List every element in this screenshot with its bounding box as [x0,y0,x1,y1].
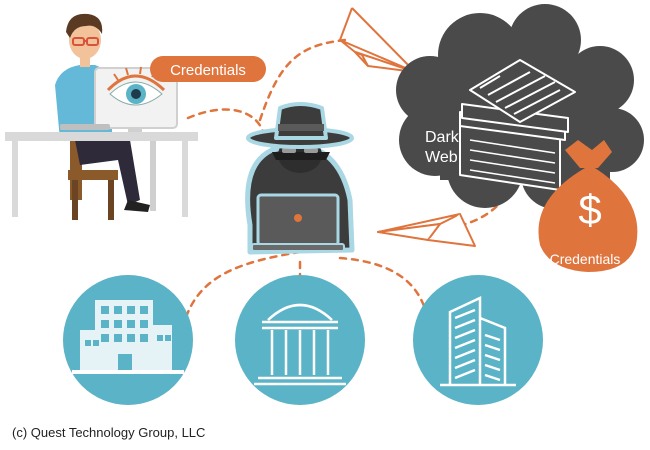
paper-plane-icon [339,7,416,73]
government-building-icon [235,275,365,405]
documents-stack-icon [459,59,576,191]
dark-web-label-line2: Web [425,149,458,166]
corporate-tower-icon [413,275,543,405]
credentials-bubble: Credentials [150,56,266,82]
money-bag-symbol: $ [578,186,601,233]
money-bag-credentials-label: Credentials [550,251,621,267]
copyright-text: (c) Quest Technology Group, LLC [12,425,205,440]
connector-hacker-to-left-building [183,250,302,322]
office-building-icon [63,275,193,405]
laptop-icon [251,193,345,252]
dark-web-label-line1: Dark [425,129,460,146]
credentials-bubble-label: Credentials [170,62,246,79]
user-at-desk-icon [5,13,198,220]
eye-icon [106,66,166,106]
connector-hacker-to-plane-top [258,38,347,122]
connector-hacker-to-right-building [338,256,430,322]
money-bag-icon: $ Credentials [538,140,638,272]
paper-plane-icon [377,213,476,247]
